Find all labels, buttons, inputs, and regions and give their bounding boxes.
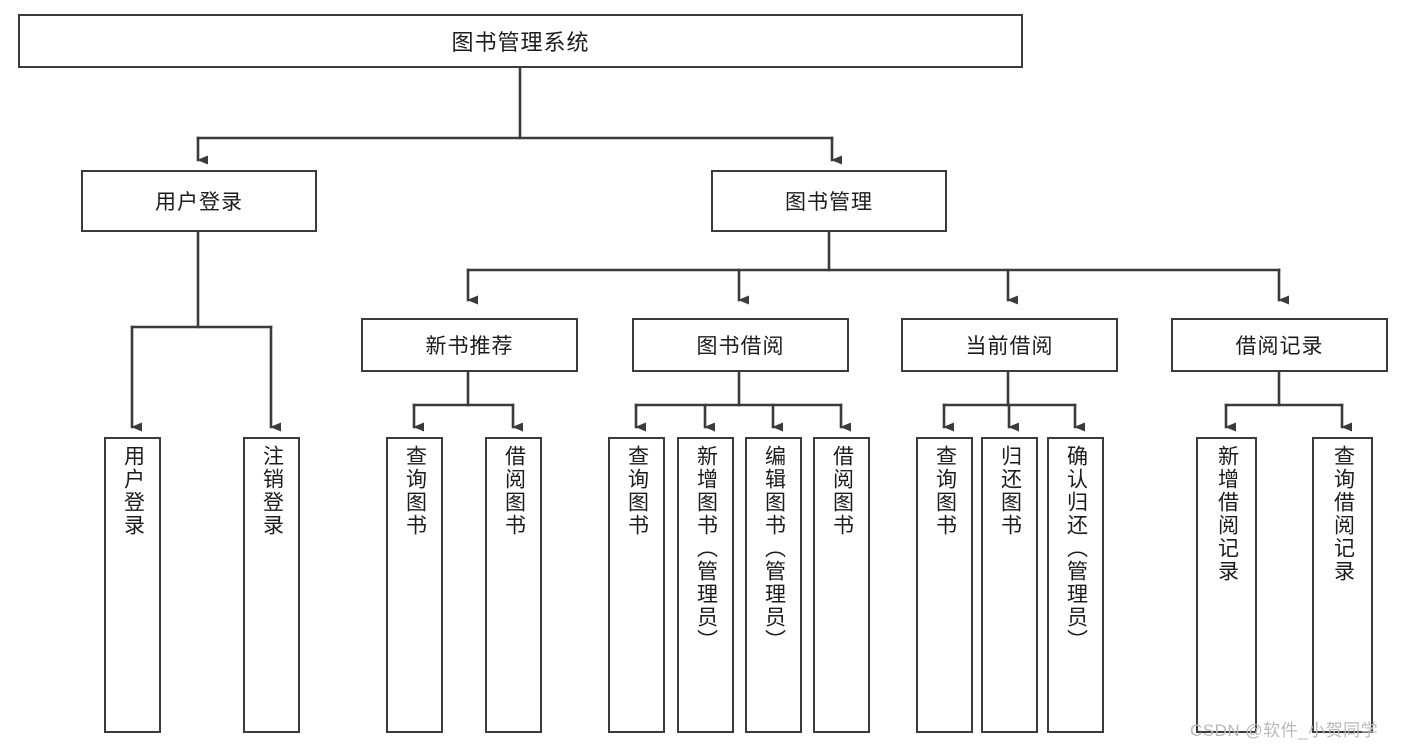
node-leaf-edit-book[interactable]: 编辑图书（管理员） xyxy=(745,437,802,733)
node-user-login[interactable]: 用户登录 xyxy=(81,170,317,232)
node-current-borrow[interactable]: 当前借阅 xyxy=(901,318,1118,372)
node-leaf-user-login[interactable]: 用户登录 xyxy=(104,437,161,733)
node-book-manage-label: 图书管理 xyxy=(785,191,873,214)
node-book-manage[interactable]: 图书管理 xyxy=(711,170,947,232)
node-leaf-query-record-label: 查询借阅记录 xyxy=(1331,445,1355,583)
node-leaf-logout[interactable]: 注销登录 xyxy=(243,437,300,733)
node-leaf-return-book[interactable]: 归还图书 xyxy=(981,437,1038,733)
node-leaf-add-record-label: 新增借阅记录 xyxy=(1215,445,1239,583)
node-leaf-return-book-label: 归还图书 xyxy=(998,445,1022,537)
node-leaf-query-book-3[interactable]: 查询图书 xyxy=(916,437,973,733)
node-book-borrow-label: 图书借阅 xyxy=(696,335,785,358)
node-leaf-query-book-2-label: 查询图书 xyxy=(625,445,649,537)
node-leaf-logout-label: 注销登录 xyxy=(260,445,284,537)
node-new-book-recommend-label: 新书推荐 xyxy=(425,335,514,358)
node-leaf-query-record[interactable]: 查询借阅记录 xyxy=(1312,437,1373,733)
node-user-login-label: 用户登录 xyxy=(155,191,243,214)
node-leaf-confirm-return-label: 确认归还（管理员） xyxy=(1064,445,1088,652)
node-leaf-query-book-3-label: 查询图书 xyxy=(933,445,957,537)
node-leaf-add-book[interactable]: 新增图书（管理员） xyxy=(677,437,734,733)
node-borrow-record[interactable]: 借阅记录 xyxy=(1171,318,1388,372)
node-leaf-query-book-2[interactable]: 查询图书 xyxy=(608,437,665,733)
node-current-borrow-label: 当前借阅 xyxy=(965,335,1054,358)
node-leaf-borrow-book-2-label: 借阅图书 xyxy=(830,445,854,537)
node-leaf-add-record[interactable]: 新增借阅记录 xyxy=(1196,437,1257,733)
node-leaf-query-book-1-label: 查询图书 xyxy=(403,445,427,537)
node-leaf-query-book-1[interactable]: 查询图书 xyxy=(386,437,443,733)
node-new-book-recommend[interactable]: 新书推荐 xyxy=(361,318,578,372)
node-leaf-edit-book-label: 编辑图书（管理员） xyxy=(762,445,786,652)
node-leaf-borrow-book-1-label: 借阅图书 xyxy=(502,445,526,537)
node-leaf-user-login-label: 用户登录 xyxy=(121,445,145,537)
node-book-borrow[interactable]: 图书借阅 xyxy=(632,318,849,372)
node-leaf-add-book-label: 新增图书（管理员） xyxy=(694,445,718,652)
node-root-label: 图书管理系统 xyxy=(451,30,590,55)
node-leaf-confirm-return[interactable]: 确认归还（管理员） xyxy=(1047,437,1104,733)
node-borrow-record-label: 借阅记录 xyxy=(1235,335,1324,358)
node-root[interactable]: 图书管理系统 xyxy=(18,14,1023,68)
node-leaf-borrow-book-2[interactable]: 借阅图书 xyxy=(813,437,870,733)
node-leaf-borrow-book-1[interactable]: 借阅图书 xyxy=(485,437,542,733)
